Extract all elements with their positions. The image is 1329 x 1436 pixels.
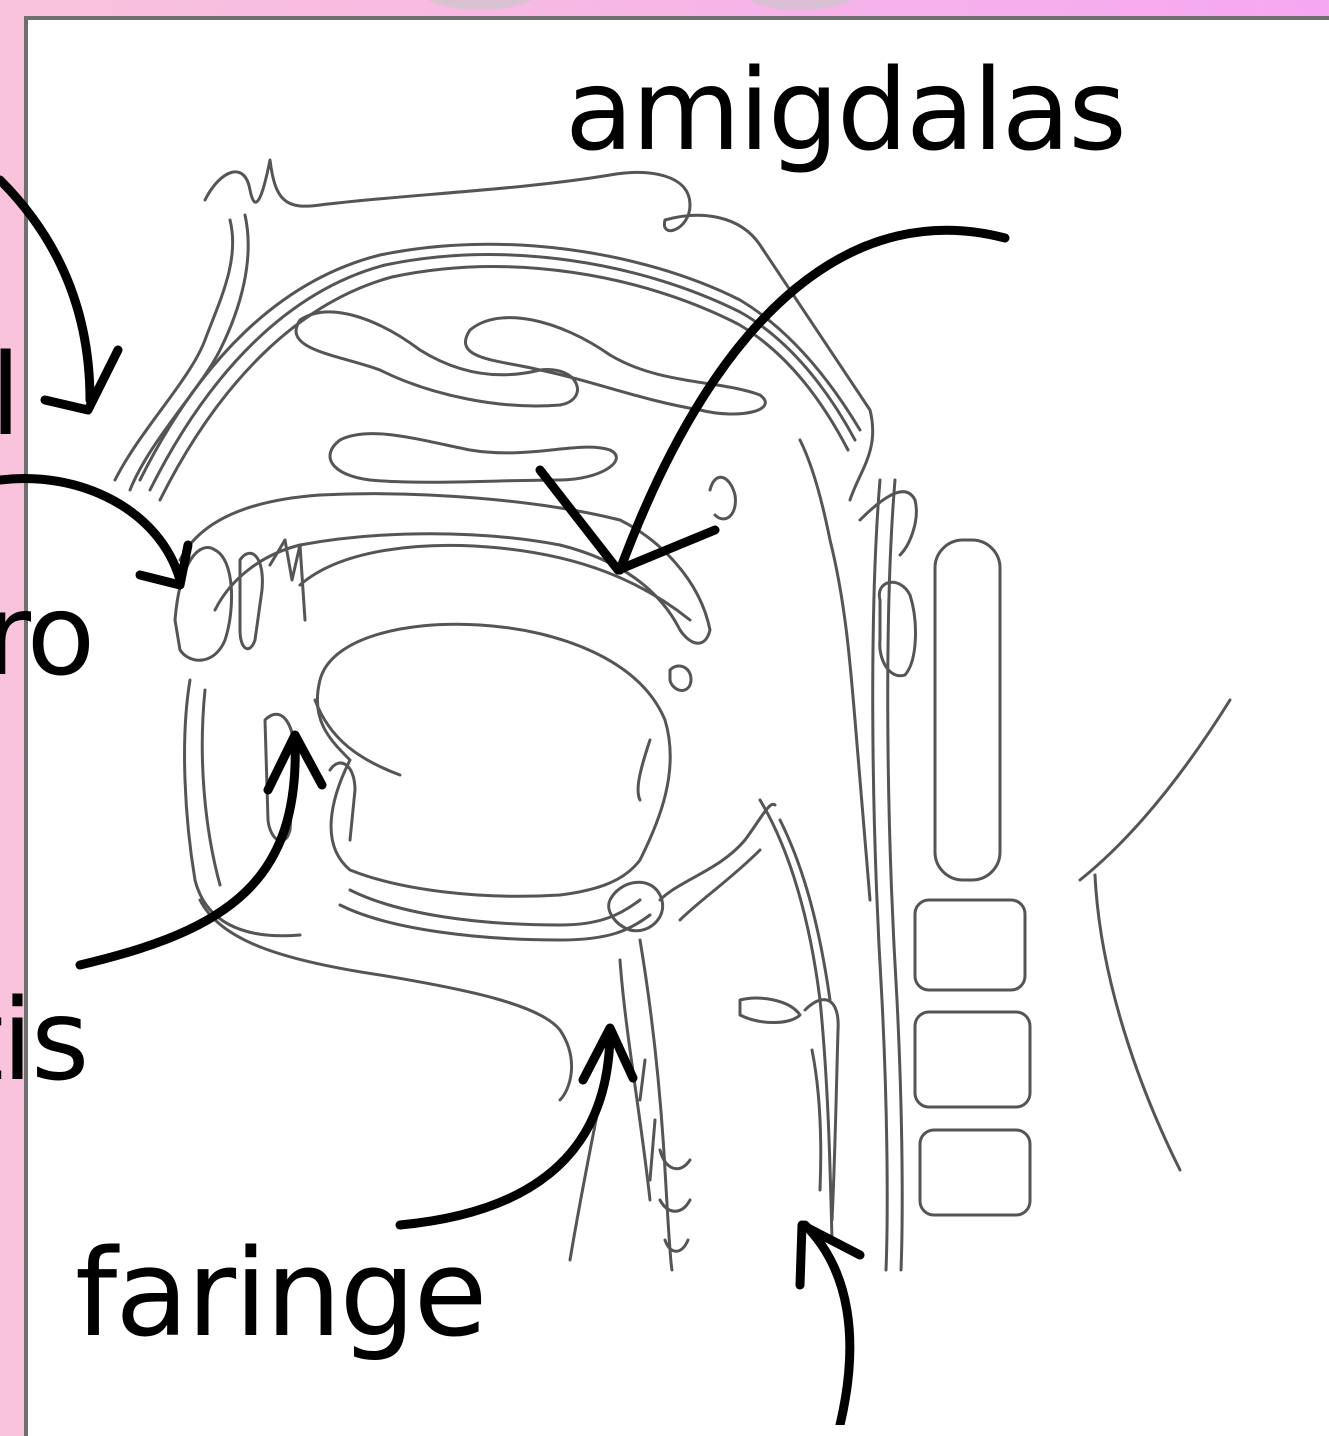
label-left-3: tis xyxy=(0,985,87,1097)
label-left-1: l xyxy=(0,340,19,452)
label-left-2: ro xyxy=(0,580,93,692)
label-amigdalas: amigdalas xyxy=(565,55,1125,167)
arrowhead-top-left xyxy=(45,350,118,410)
arrow-amigdalas xyxy=(620,230,1005,570)
arrow-tis xyxy=(80,740,295,965)
arrow-faringe xyxy=(400,1030,610,1225)
arrow-mid-left xyxy=(0,478,180,580)
arrow-bottom xyxy=(805,1225,850,1425)
label-faringe: faringe xyxy=(75,1235,486,1355)
